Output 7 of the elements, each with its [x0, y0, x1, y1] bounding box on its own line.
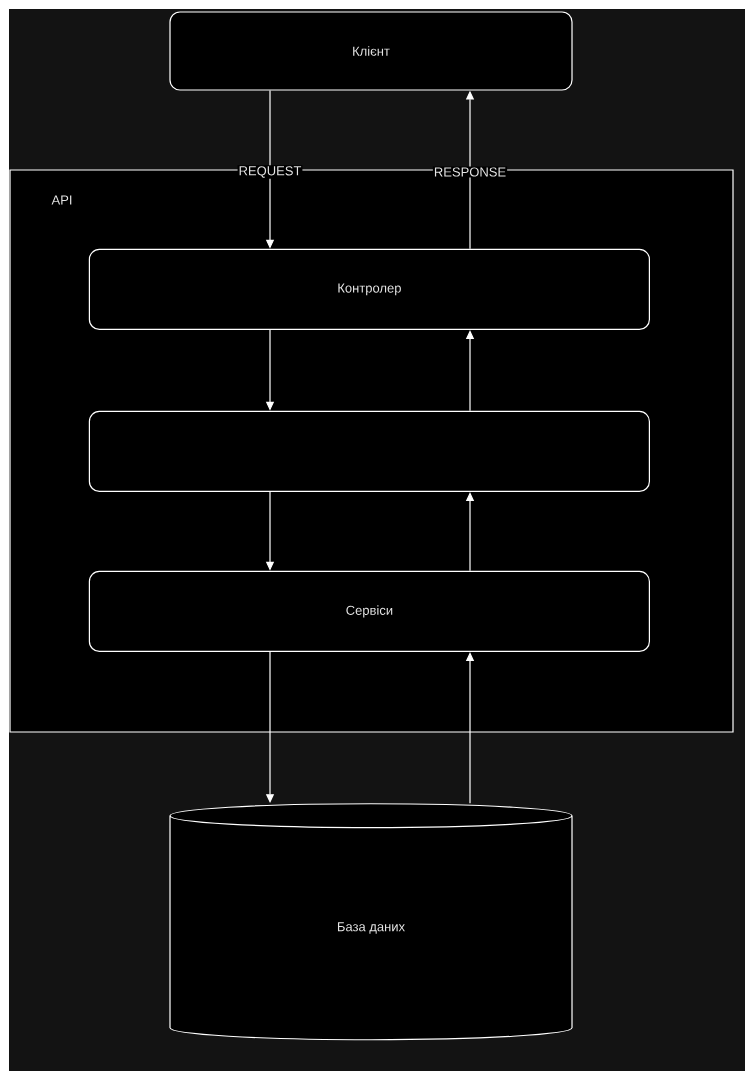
process-box: Клієнт [169, 11, 573, 91]
database-cylinder: База даних [169, 803, 573, 1041]
edge-label: RESPONSE [432, 166, 508, 178]
process-box [88, 410, 650, 492]
edge-label: REQUEST [237, 165, 303, 179]
process-box: Контролер [88, 248, 650, 330]
process-box: Сервіси [88, 570, 650, 652]
